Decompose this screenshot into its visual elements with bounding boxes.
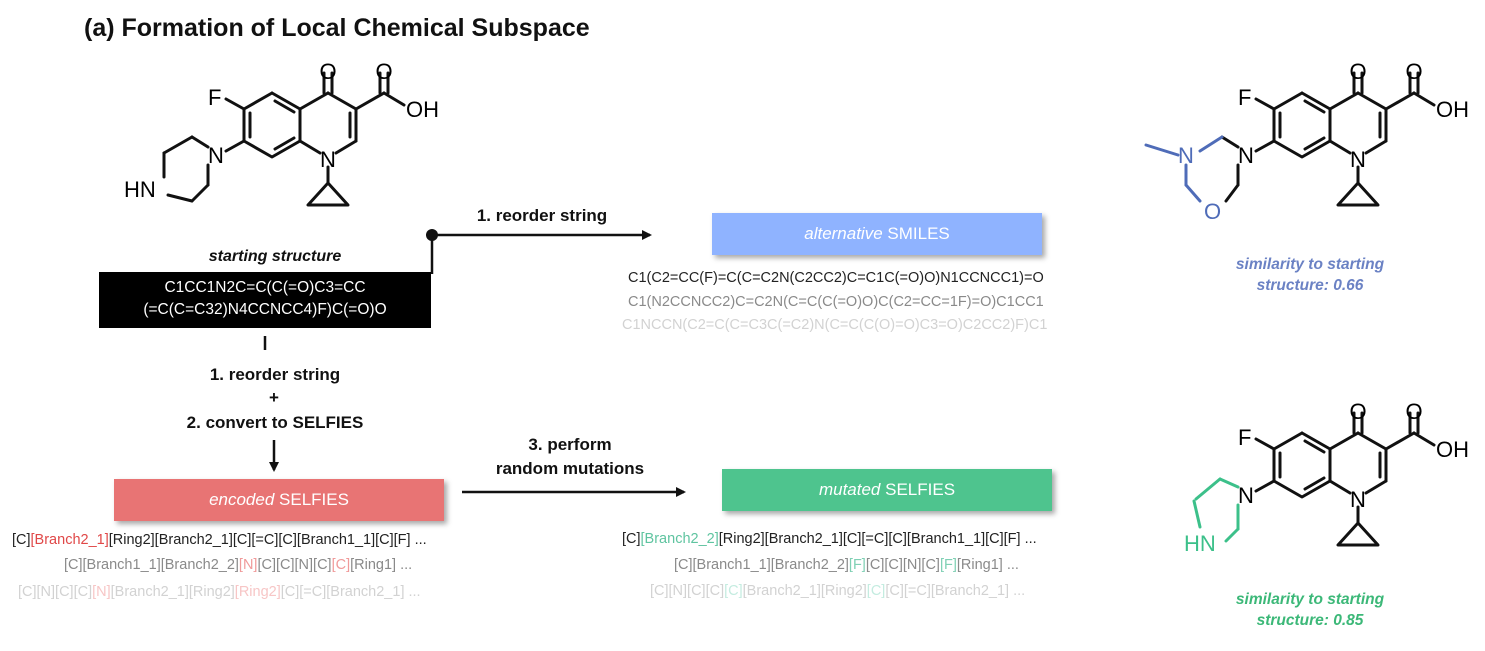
mutated-molecule: O O OH F N N HN	[1184, 399, 1469, 556]
starting-caption: starting structure	[208, 248, 342, 265]
starting-molecule: O O OH F N N HN	[124, 59, 439, 207]
mut-nh-label: HN	[1184, 531, 1216, 556]
mut-oxo-label: O	[1349, 399, 1366, 424]
oxo-label: O	[319, 59, 336, 84]
alt-methyl-n-label: N	[1178, 143, 1194, 168]
piperazine-n-label: N	[208, 143, 224, 168]
alt-oxygen-label: O	[1204, 199, 1221, 224]
alt-hydroxyl-label: OH	[1436, 97, 1469, 122]
mutate-label-1: 3. perform	[528, 435, 612, 454]
alt-smiles-line-2: C1(N2CCNCC2)C=C2N(C=C(C(=O)O)C(C2=CC=1F)…	[628, 294, 1044, 310]
hydroxyl-label: OH	[406, 97, 439, 122]
starting-smiles-line2: (=C(C=C32)N4CCNCC4)F)C(=O)O	[143, 301, 387, 318]
similarity-top: similarity to starting structure: 0.66	[1235, 256, 1385, 294]
starting-smiles-box: C1CC1N2C=C(C(=O)C3=CC (=C(C=C32)N4CCNCC4…	[99, 272, 431, 328]
alt-fluorine-label: F	[1238, 85, 1251, 110]
plus-label: +	[269, 388, 279, 407]
mutated-selfies-box: mutated SELFIES	[722, 469, 1052, 511]
alternative-smiles-box: alternative SMILES	[712, 213, 1042, 255]
mut-hydroxyl-label: OH	[1436, 437, 1469, 462]
fluorine-label: F	[208, 85, 221, 110]
reorder-label-top: 1. reorder string	[476, 206, 608, 225]
ring-n-label: N	[320, 147, 336, 172]
mut-acid-o-label: O	[1405, 399, 1422, 424]
nh-label: HN	[124, 177, 156, 202]
alternative-smiles-rest: SMILES	[882, 224, 950, 243]
figure-title: (a) Formation of Local Chemical Subspace	[84, 14, 590, 42]
reorder-label-left: 1. reorder string	[209, 365, 341, 384]
alt-oxo-label: O	[1349, 59, 1366, 84]
acid-o-label: O	[375, 59, 392, 84]
mutated-line-1: [C][Branch2_2][Ring2][Branch2_1][C][=C][…	[622, 531, 1037, 547]
mutated-selfies-rest: SELFIES	[880, 480, 956, 499]
encoded-selfies-rest: SELFIES	[274, 490, 349, 509]
alternative-smiles-italic: alternative	[804, 224, 883, 243]
mutated-line-3: [C][N][C][C][C][Branch2_1][Ring2][C][C][…	[650, 583, 1026, 599]
mutate-label-2: random mutations	[495, 459, 645, 478]
mutated-selfies-italic: mutated	[818, 480, 881, 499]
mutated-line-2: [C][Branch1_1][Branch2_2][F][C][C][N][C]…	[674, 557, 1019, 573]
mut-fluorine-label: F	[1238, 425, 1251, 450]
encoded-line-2: [C][Branch1_1][Branch2_2][N][C][C][N][C]…	[64, 557, 413, 573]
convert-label: 2. convert to SELFIES	[186, 413, 364, 432]
alt-ring-n-label: N	[1238, 143, 1254, 168]
mut-quinolone-n-label: N	[1350, 487, 1366, 512]
alt-acid-o-label: O	[1405, 59, 1422, 84]
alt-quinolone-n-label: N	[1350, 147, 1366, 172]
similarity-bottom: similarity to starting structure: 0.85	[1235, 591, 1385, 629]
alternative-molecule: O O OH F N N N O	[1144, 59, 1469, 224]
mut-ring-n-label: N	[1238, 483, 1254, 508]
encoded-selfies-box: encoded SELFIES	[114, 479, 444, 521]
encoded-selfies-italic: encoded	[209, 490, 275, 509]
encoded-line-1: [C][Branch2_1][Ring2][Branch2_1][C][=C][…	[12, 532, 427, 548]
alt-smiles-line-3: C1NCCN(C2=C(C=C3C(=C2)N(C=C(C(O)=O)C3=O)…	[622, 317, 1048, 333]
alt-smiles-line-1: C1(C2=CC(F)=C(C=C2N(C2CC2)C=C1C(=O)O)N1C…	[628, 270, 1044, 286]
encoded-line-3: [C][N][C][C][N][Branch2_1][Ring2][Ring2]…	[18, 584, 421, 600]
starting-smiles-line1: C1CC1N2C=C(C(=O)C3=CC	[164, 279, 366, 296]
